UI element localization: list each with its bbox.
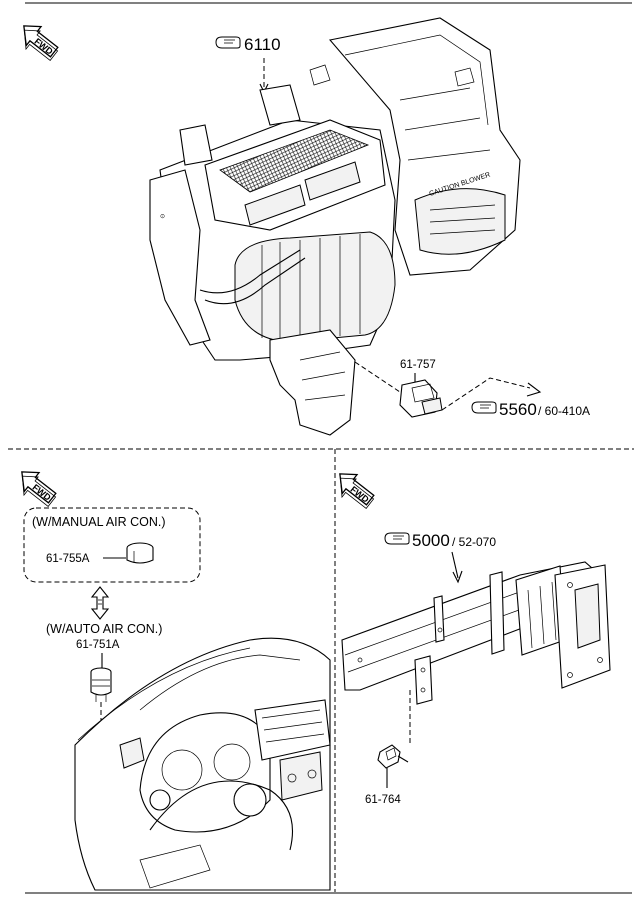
connector-part-61-757: [399, 379, 443, 418]
ref-52-070-label: / 52-070: [452, 535, 496, 549]
ref-6110-label: 6110: [244, 35, 281, 54]
leader-5000: [451, 551, 459, 579]
cross-beam-drawing: [341, 561, 611, 705]
hvac-unit-drawing: CAUTION BLOWER ⊙: [149, 17, 521, 436]
ref-5560-label: 5560: [499, 400, 537, 419]
left-section: FWD (W/MANUAL AIR CON.) 61-755A (W/AUTO …: [10, 463, 331, 891]
part-61-757-label: 61-757: [400, 359, 436, 371]
fwd-arrow-icon: FWD: [10, 463, 62, 512]
part-61-751a-label: 61-751A: [76, 639, 120, 651]
leader-connector-dashed: [354, 361, 401, 393]
manual-air-con-note: (W/MANUAL AIR CON.): [32, 515, 166, 529]
part-61-764-label: 61-764: [365, 794, 401, 806]
right-section: FWD 5000 / 52-070: [328, 465, 611, 806]
unit-logo-mark: ⊙: [160, 214, 165, 220]
ref-60-410a-label: / 60-410A: [538, 404, 590, 418]
manual-air-con-box: [23, 507, 201, 583]
top-section: FWD 6110 CAUTION BLOWER ⊙: [12, 2, 632, 436]
fwd-arrow-icon: FWD: [12, 17, 64, 66]
reference-hand-icon: [384, 532, 410, 545]
sensor-part-61-764: [377, 744, 409, 769]
part-61-755a-label: 61-755A: [46, 553, 90, 565]
leader-5560-arrow: [526, 382, 542, 397]
auto-air-con-note: (W/AUTO AIR CON.): [46, 622, 162, 636]
double-arrow-icon: [90, 586, 110, 620]
leader-5560-dashed: [441, 377, 531, 411]
sensor-part-61-751a: [90, 667, 112, 702]
fwd-arrow-icon: FWD: [328, 465, 380, 514]
reference-hand-icon: [215, 36, 241, 49]
ref-5000-label: 5000: [412, 531, 450, 550]
dashboard-drawing: [74, 637, 331, 891]
reference-hand-icon: [471, 401, 497, 414]
button-part-61-755a: [126, 542, 154, 564]
leader-5000-arrow: [452, 570, 463, 584]
